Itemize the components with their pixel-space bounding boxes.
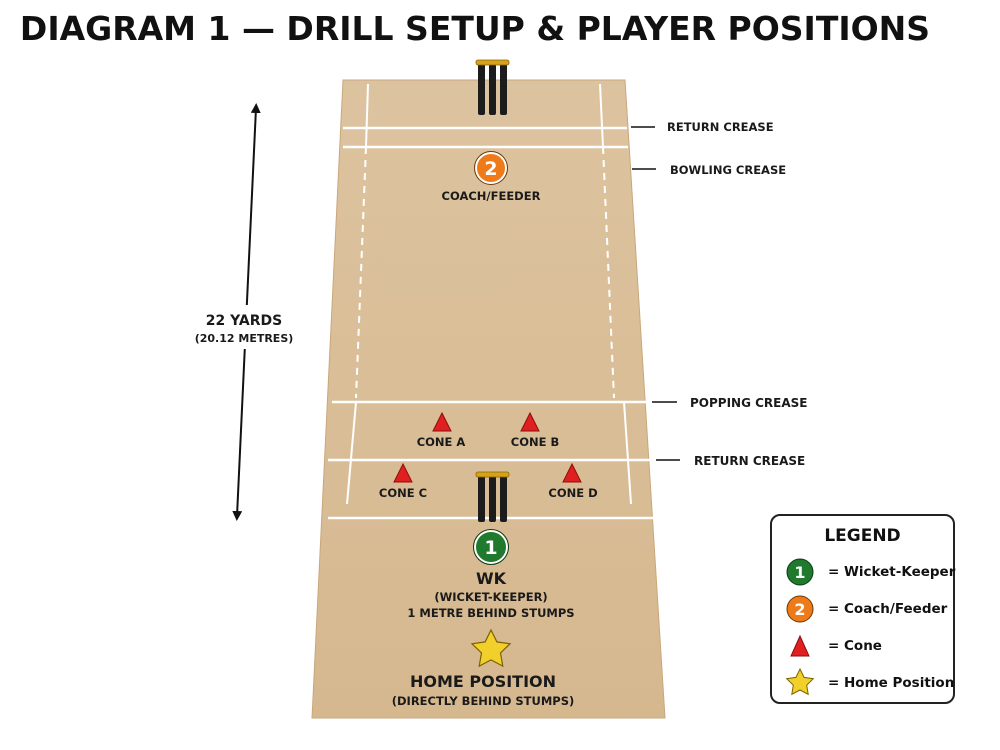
legend-keeper-text: = Wicket-Keeper (828, 564, 956, 580)
legend-item-cone: = Cone (784, 630, 882, 662)
coach-marker: 2 (474, 151, 508, 185)
pitch (311, 79, 666, 719)
star-legend-icon (784, 667, 816, 699)
cone-a-icon (432, 411, 452, 432)
legend-home-text: = Home Position (828, 675, 955, 691)
legend: LEGEND 1 = Wicket-Keeper 2 = Coach/Feede… (770, 514, 955, 704)
coach-number: 2 (484, 158, 497, 180)
distance-sublabel: (20.12 METRES) (195, 332, 294, 345)
coach-legend-icon: 2 (784, 593, 816, 625)
top-crease-lines (343, 83, 628, 399)
keeper-number: 1 (484, 537, 497, 559)
return-crease-top-label: RETURN CREASE (667, 120, 774, 134)
cone-d-icon (562, 462, 582, 483)
cone-c-label: CONE C (379, 486, 427, 500)
bottom-stumps (475, 471, 510, 522)
legend-item-coach: 2 = Coach/Feeder (784, 593, 947, 625)
cone-a-label: CONE A (417, 435, 466, 449)
legend-item-keeper: 1 = Wicket-Keeper (784, 556, 955, 588)
cone-b-label: CONE B (511, 435, 559, 449)
legend-cone-text: = Cone (828, 638, 882, 654)
return-crease-bottom-label: RETURN CREASE (694, 454, 805, 468)
distance-label: 22 YARDS (206, 313, 282, 329)
legend-title: LEGEND (824, 526, 901, 546)
home-label: HOME POSITION (410, 672, 556, 691)
home-sublabel: (DIRECTLY BEHIND STUMPS) (392, 694, 575, 708)
popping-crease-label: POPPING CREASE (690, 396, 808, 410)
legend-coach-number: 2 (794, 600, 805, 619)
keeper-marker: 1 (473, 529, 509, 565)
keeper-label: WK (476, 569, 507, 588)
legend-item-home: = Home Position (784, 667, 954, 699)
cone-legend-icon (784, 630, 816, 662)
home-star-icon (470, 628, 512, 668)
legend-coach-text: = Coach/Feeder (828, 601, 948, 617)
bowling-crease-label: BOWLING CREASE (670, 163, 786, 177)
keeper-legend-icon: 1 (784, 556, 816, 588)
diagram-title: DIAGRAM 1 — DRILL SETUP & PLAYER POSITIO… (20, 9, 930, 48)
cone-d-label: CONE D (548, 486, 597, 500)
keeper-sublabel-2: 1 METRE BEHIND STUMPS (407, 606, 574, 620)
cone-c-icon (393, 462, 413, 483)
legend-keeper-number: 1 (794, 563, 805, 582)
top-stumps (475, 59, 510, 115)
cone-b-icon (520, 411, 540, 432)
coach-label: COACH/FEEDER (442, 189, 541, 203)
keeper-sublabel-1: (WICKET-KEEPER) (434, 590, 547, 604)
